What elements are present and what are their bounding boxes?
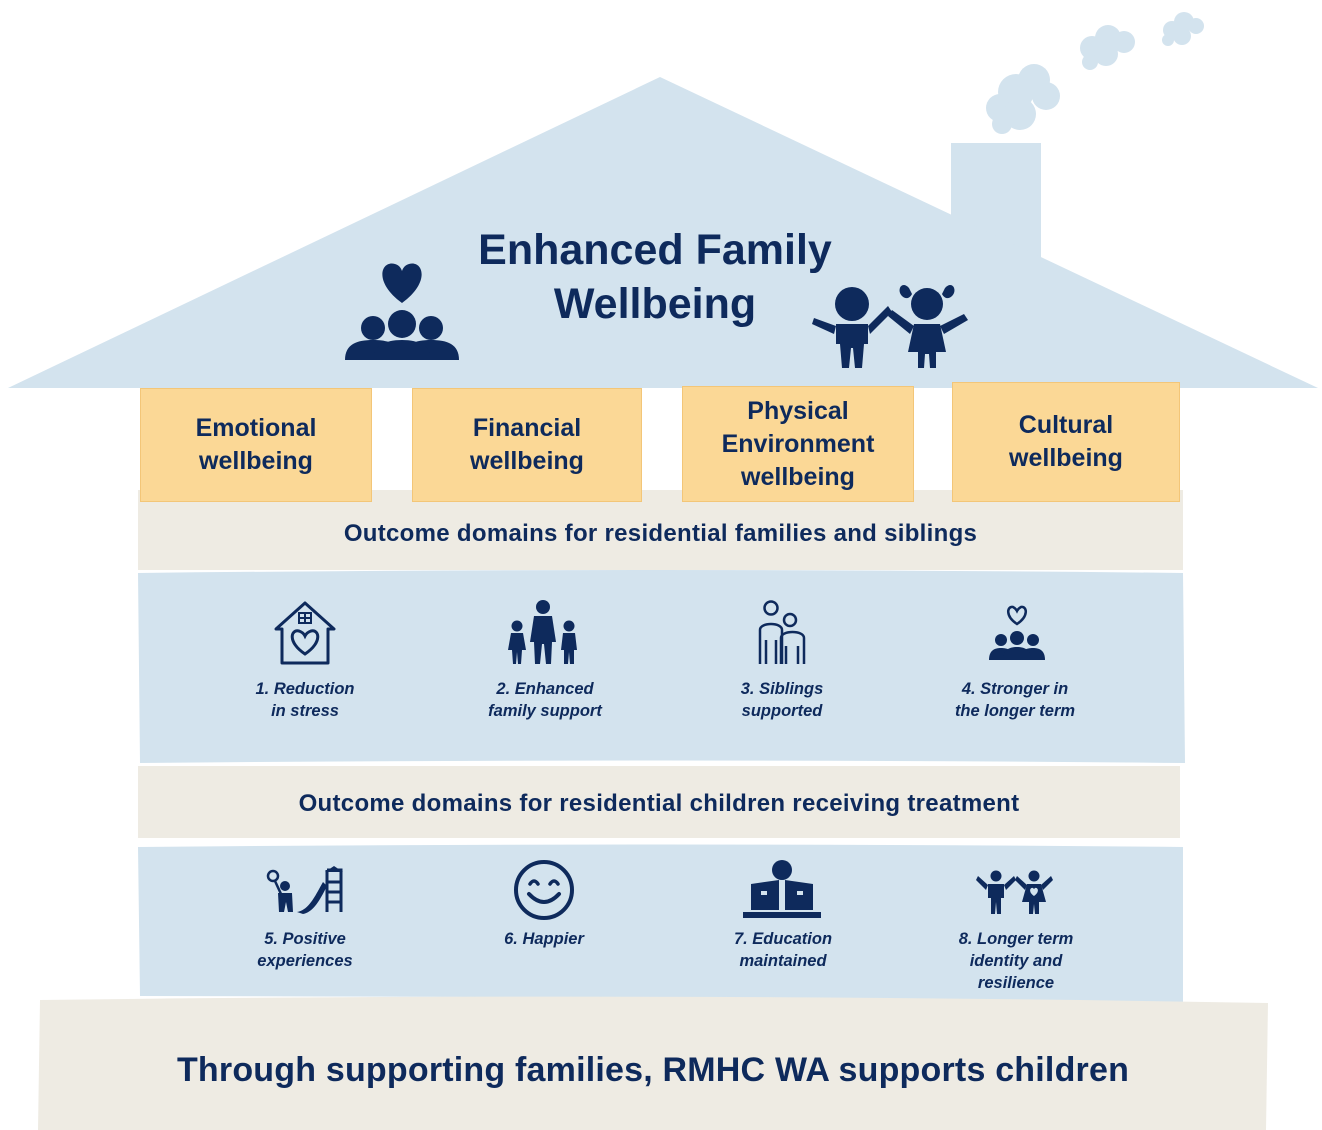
playground-icon	[266, 866, 343, 914]
outcome-line: 6. Happier	[504, 930, 584, 948]
pillar-line: wellbeing	[1009, 444, 1123, 472]
outcome-line: maintained	[739, 952, 827, 970]
pillar-line: wellbeing	[470, 447, 584, 475]
outcome-line: supported	[741, 702, 823, 720]
family-icon	[508, 600, 577, 664]
pillar-line: wellbeing	[199, 447, 313, 475]
group-heart-icon	[989, 605, 1045, 660]
title-line-2: Wellbeing	[553, 280, 757, 328]
siblings-icon	[758, 600, 806, 664]
outcome-line: 4. Stronger in	[961, 680, 1069, 698]
outcome-line: the longer term	[954, 702, 1076, 720]
smiley-icon	[514, 860, 574, 920]
outcome-line: experiences	[257, 952, 353, 970]
pillar-cultural-wellbeing: Cultural wellbeing	[952, 382, 1180, 502]
outcome-line: identity and	[969, 952, 1063, 970]
foundation-band	[38, 996, 1268, 1130]
reading-icon	[743, 860, 821, 918]
outcome-line: 7. Education	[733, 930, 833, 948]
page-title: Enhanced Family Wellbeing	[430, 223, 880, 331]
children-outcome-8-label: 8. Longer term identity and resilience	[921, 928, 1111, 994]
outcome-line: in stress	[271, 702, 339, 720]
group-with-heart-icon	[345, 263, 459, 360]
outcome-line: 3. Siblings	[740, 680, 824, 698]
pillar-line: Cultural	[1018, 411, 1114, 439]
family-outcome-4-label: 4. Stronger in the longer term	[920, 678, 1110, 722]
pillar-line: Financial	[472, 414, 582, 442]
family-outcome-1-label: 1. Reduction in stress	[210, 678, 400, 722]
children-band	[138, 766, 1180, 838]
outcome-line: resilience	[977, 974, 1055, 992]
two-children-icon	[812, 285, 968, 368]
outcome-line: 1. Reduction	[255, 680, 355, 698]
outcome-line: 5. Positive	[264, 930, 346, 948]
children-outcome-6-label: 6. Happier	[449, 928, 639, 950]
children-outcome-5-label: 5. Positive experiences	[210, 928, 400, 972]
family-domains-heading: Outcome domains for residential families…	[343, 520, 978, 547]
family-outcome-3-label: 3. Siblings supported	[687, 678, 877, 722]
outcome-line: 8. Longer term	[958, 930, 1074, 948]
children-domains-heading: Outcome domains for residential children…	[298, 790, 1020, 817]
house-heart-icon	[274, 601, 336, 665]
pillar-line: Environment	[721, 429, 875, 458]
outcome-line: 2. Enhanced	[496, 680, 594, 698]
pillar-financial-wellbeing: Financial wellbeing	[412, 388, 642, 502]
family-outcomes-wall	[138, 570, 1185, 763]
chimney-smoke	[986, 12, 1204, 134]
pillar-emotional-wellbeing: Emotional wellbeing	[140, 388, 372, 502]
children-outcomes-wall	[138, 844, 1183, 1002]
family-band	[138, 490, 1183, 570]
pillar-line: wellbeing	[741, 462, 855, 491]
foundation-statement: Through supporting families, RMHC WA sup…	[176, 1050, 1130, 1089]
children-icon	[976, 870, 1053, 914]
family-outcome-2-label: 2. Enhanced family support	[450, 678, 640, 722]
pillar-line: Emotional	[195, 414, 317, 442]
title-line-1: Enhanced Family	[478, 226, 832, 274]
roof	[8, 77, 1318, 388]
pillar-line: Physical	[747, 396, 849, 425]
children-outcome-7-label: 7. Education maintained	[688, 928, 878, 972]
outcome-line: family support	[488, 702, 602, 720]
